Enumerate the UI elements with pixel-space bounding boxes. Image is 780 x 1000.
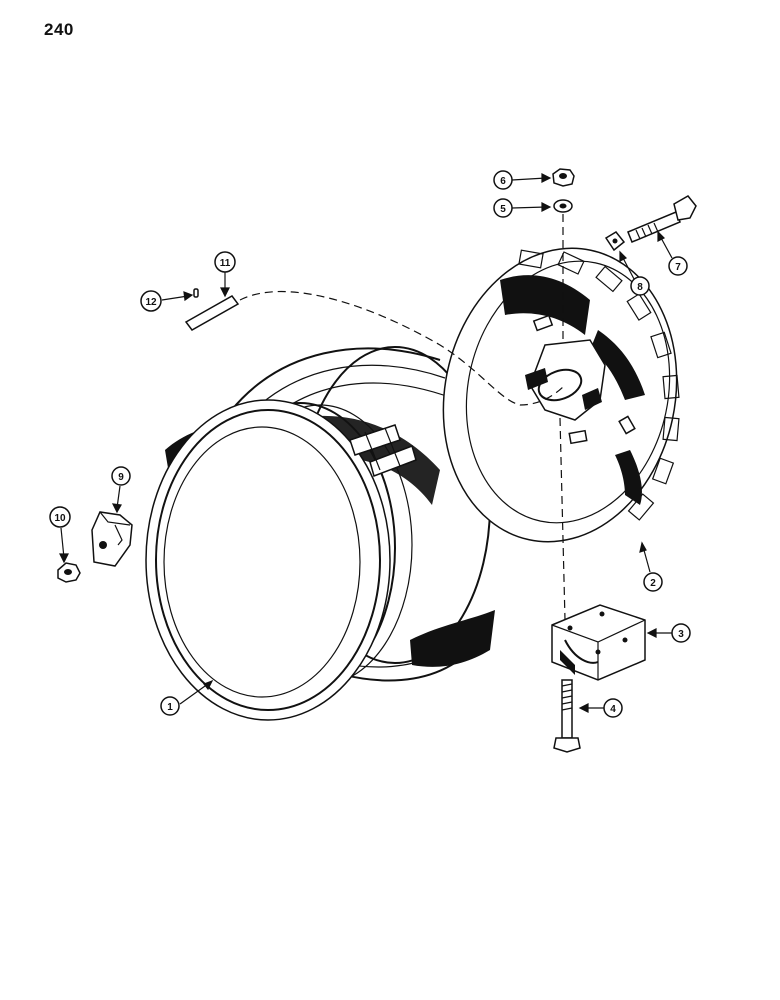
hex-nut-icon (552, 168, 575, 187)
svg-text:9: 9 (118, 472, 124, 483)
key-icon (184, 295, 240, 331)
svg-text:8: 8 (637, 282, 643, 293)
lug-bolt-icon (627, 195, 697, 243)
svg-text:10: 10 (54, 513, 66, 524)
svg-text:5: 5 (500, 204, 506, 215)
page-number: 240 (44, 20, 74, 39)
clamp-bolt-icon (553, 679, 581, 753)
washer-icon (553, 199, 573, 213)
callout-11: 11 (214, 251, 236, 273)
svg-text:12: 12 (145, 297, 157, 308)
callout-8: 8 (630, 276, 650, 296)
svg-text:7: 7 (675, 262, 681, 273)
svg-text:11: 11 (220, 258, 231, 269)
callout-7: 7 (668, 256, 688, 276)
assembly-guide-lines (239, 214, 566, 621)
rim-clamp-icon (91, 511, 133, 567)
svg-text:2: 2 (650, 578, 656, 589)
callout-4: 4 (603, 698, 623, 718)
hex-nut-icon (57, 562, 81, 583)
clamp-block-icon (551, 604, 646, 681)
svg-text:3: 3 (678, 629, 684, 640)
svg-text:1: 1 (167, 702, 173, 713)
callout-9: 9 (111, 466, 131, 486)
callout-3: 3 (671, 623, 691, 643)
square-nut-icon (604, 231, 626, 252)
callout-10: 10 (49, 506, 71, 528)
callout-5: 5 (493, 198, 513, 218)
callout-2: 2 (643, 572, 663, 592)
svg-text:4: 4 (610, 704, 616, 715)
callout-12: 12 (140, 290, 162, 312)
leader-lines (59, 173, 673, 713)
pin-icon (193, 288, 199, 298)
callout-1: 1 (160, 696, 180, 716)
rim-icon (145, 346, 495, 721)
callout-6: 6 (493, 170, 513, 190)
svg-text:6: 6 (500, 176, 506, 187)
wheel-disc-icon (442, 247, 680, 543)
